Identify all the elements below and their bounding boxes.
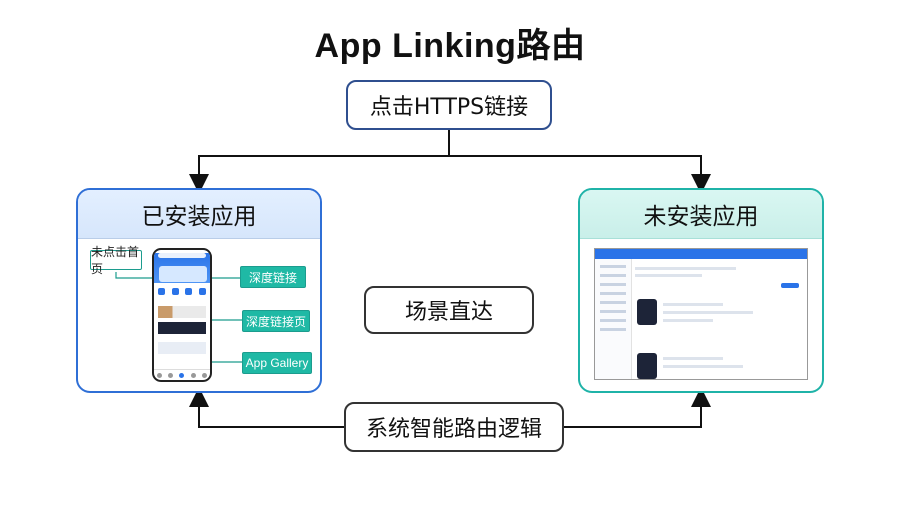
callout-deep-link-page: 深度链接页 (242, 310, 310, 332)
phone-tab-bar (154, 369, 210, 380)
callout-app-gallery: App Gallery (242, 352, 312, 374)
web-install-button (781, 283, 799, 288)
phone-content-row (158, 322, 206, 334)
installed-app-panel: 已安装应用 未点击首页 深度链接 深度链接页 App Gallery (76, 188, 322, 393)
phone-content-row (158, 306, 206, 318)
web-sidebar (595, 259, 632, 379)
web-main-content (635, 263, 803, 379)
not-installed-app-panel: 未安装应用 (578, 188, 824, 393)
callout-deep-link: 深度链接 (240, 266, 306, 288)
connector-bottom-to-installed (189, 387, 344, 428)
phone-banner (159, 266, 207, 282)
phone-search-bar (158, 253, 206, 258)
scene-direct-node: 场景直达 (364, 286, 534, 334)
web-store-mockup (594, 248, 808, 380)
installed-app-title: 已安装应用 (78, 190, 320, 239)
callout-not-clicked-home: 未点击首页 (90, 245, 142, 276)
phone-icon-row (158, 288, 206, 295)
connector-top-to-not-installed (449, 155, 711, 194)
not-installed-app-title: 未安装应用 (580, 190, 822, 239)
phone-mockup (152, 248, 212, 382)
web-app-card (637, 299, 657, 325)
web-app-card (637, 353, 657, 379)
phone-content-row (158, 342, 206, 354)
diagram-title: App Linking路由 (314, 27, 586, 65)
web-header-bar (595, 249, 807, 259)
https-link-node: 点击HTTPS链接 (346, 80, 552, 130)
callout-lines (115, 272, 246, 363)
routing-logic-node: 系统智能路由逻辑 (344, 402, 564, 452)
connector-bottom-to-not-installed (564, 387, 711, 428)
connector-top-to-installed (189, 130, 450, 194)
